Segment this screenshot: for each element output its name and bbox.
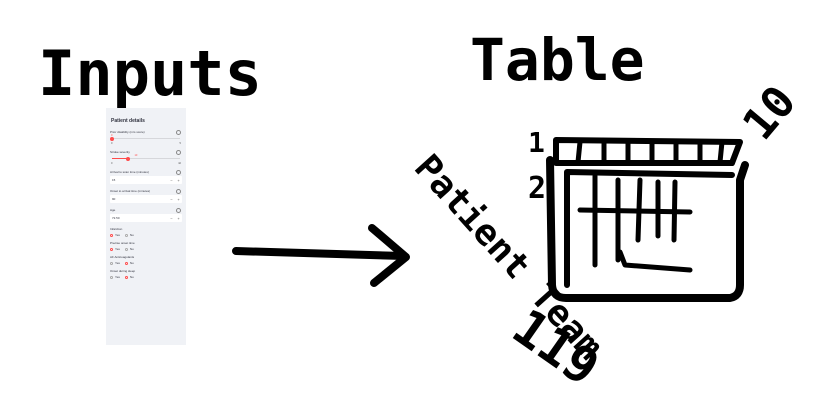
slider-thumb[interactable] [126, 156, 131, 161]
radio-dot[interactable] [110, 233, 113, 237]
table-outline [546, 156, 749, 302]
stroke-severity-slider[interactable]: Stroke severity 10 0 42 [110, 150, 182, 165]
radio-dot[interactable] [124, 275, 128, 279]
radio-dot[interactable] [124, 261, 128, 265]
radio-dot[interactable] [124, 247, 128, 251]
plus-icon[interactable]: + [177, 196, 180, 202]
age-input[interactable]: Age 72.50 −+ [110, 208, 182, 223]
field-label: Onset to arrival time (minutes) [110, 189, 151, 194]
minus-icon[interactable]: − [170, 215, 173, 221]
number-value[interactable]: 72.50 [112, 216, 120, 221]
plus-icon[interactable]: + [177, 215, 180, 221]
help-icon[interactable] [176, 189, 181, 195]
radio-no[interactable]: No [124, 261, 134, 266]
slider-min: 0 [111, 142, 113, 146]
radio-label: No [129, 233, 134, 238]
radio-label: Yes [115, 233, 120, 238]
row-count-119: 119 [502, 298, 609, 397]
slider-thumb[interactable] [110, 136, 114, 141]
slider-min: 0 [111, 162, 113, 166]
slider-max: 5 [179, 142, 181, 146]
plus-icon[interactable]: + [177, 177, 180, 183]
minus-icon[interactable]: − [170, 196, 173, 202]
infarction-radio[interactable]: Infarction Yes No [110, 227, 182, 237]
column-count-10: 10 [733, 76, 806, 149]
radio-yes[interactable]: Yes [110, 247, 120, 251]
minus-icon[interactable]: − [170, 177, 173, 183]
field-label: Age [110, 208, 116, 213]
table-heading: Table [470, 26, 645, 94]
help-icon[interactable] [176, 130, 181, 135]
panel-title: Patient details [111, 118, 145, 124]
radio-dot[interactable] [110, 275, 113, 279]
slider-track[interactable] [112, 156, 180, 161]
radio-dot[interactable] [124, 233, 128, 237]
field-label: Infarction [110, 227, 123, 232]
field-label: AF Anticoagulants [110, 255, 135, 260]
radio-yes[interactable]: Yes [110, 233, 120, 237]
row-count-2: 2 [528, 171, 546, 206]
radio-label: No [129, 275, 134, 280]
radio-dot[interactable] [110, 261, 113, 265]
number-value[interactable]: 90 [112, 197, 116, 202]
onset-to-arrival-input[interactable]: Onset to arrival time (minutes) 90 −+ [110, 189, 182, 204]
arrow-head [368, 224, 410, 287]
slider-fill [112, 158, 129, 160]
row-count-1: 1 [528, 126, 545, 159]
help-icon[interactable] [176, 150, 181, 156]
field-label: Onset during sleep [110, 269, 136, 274]
radio-yes[interactable]: Yes [110, 275, 120, 279]
onset-during-sleep-radio[interactable]: Onset during sleep Yes No [110, 269, 182, 279]
field-label: Precise onset time [110, 241, 135, 246]
slider-value: 0 [111, 134, 113, 137]
radio-label: Yes [115, 275, 120, 280]
field-label: Stroke severity [110, 150, 130, 155]
inputs-heading: Inputs [38, 37, 262, 110]
radio-dot[interactable] [110, 247, 113, 251]
radio-label: Yes [115, 247, 120, 252]
radio-label: No [129, 261, 134, 266]
anticoagulants-radio[interactable]: AF Anticoagulants Yes No [110, 255, 182, 265]
arrow-shaft [232, 247, 408, 260]
radio-no[interactable]: No [124, 275, 134, 280]
radio-yes[interactable]: Yes [110, 261, 120, 265]
slider-track[interactable] [110, 136, 180, 141]
number-value[interactable]: 15 [112, 178, 116, 183]
radio-no[interactable]: No [124, 233, 134, 238]
radio-label: Yes [115, 261, 120, 266]
field-label: Prior disability (mrs score) [110, 130, 145, 134]
radio-no[interactable]: No [124, 247, 134, 252]
precise-onset-radio[interactable]: Precise onset time Yes No [110, 241, 182, 251]
help-icon[interactable] [176, 208, 181, 214]
table-header [553, 137, 743, 166]
arrival-to-scan-input[interactable]: Arrival to scan time (minutes) 15 −+ [110, 170, 182, 185]
slider-max: 42 [178, 162, 181, 166]
slider-value: 10 [134, 154, 138, 158]
prior-disability-slider[interactable]: Prior disability (mrs score) 0 0 5 [110, 130, 182, 145]
field-label: Arrival to scan time (minutes) [110, 170, 149, 175]
table-inner [564, 169, 735, 288]
radio-label: No [129, 247, 134, 252]
help-icon[interactable] [176, 170, 181, 176]
patient-details-panel: Patient details Prior disability (mrs sc… [106, 108, 186, 345]
